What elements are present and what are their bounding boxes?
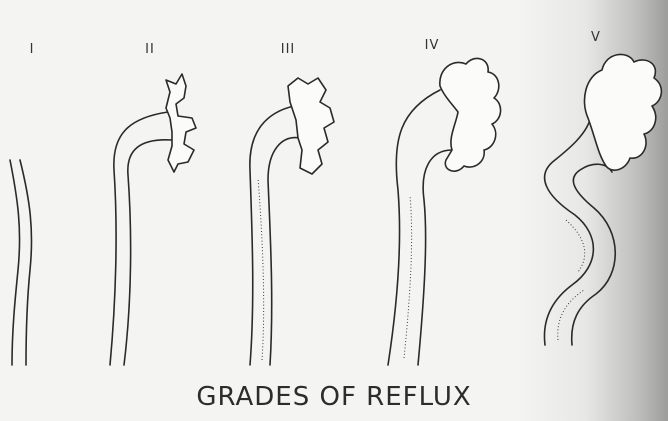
grade-v-kidney bbox=[544, 54, 661, 345]
grade-iv-kidney bbox=[388, 58, 501, 365]
grade-i-ureter bbox=[10, 160, 32, 365]
grade-label-v: V bbox=[591, 30, 601, 45]
grade-label-iii: III bbox=[281, 42, 296, 57]
grade-iii-kidney bbox=[250, 78, 334, 365]
grade-label-ii: II bbox=[145, 42, 155, 57]
grade-label-iv: IV bbox=[425, 38, 440, 53]
grade-label-i: I bbox=[30, 42, 35, 57]
grade-ii-kidney bbox=[110, 74, 196, 365]
figure-caption: GRADES OF REFLUX bbox=[0, 382, 668, 412]
